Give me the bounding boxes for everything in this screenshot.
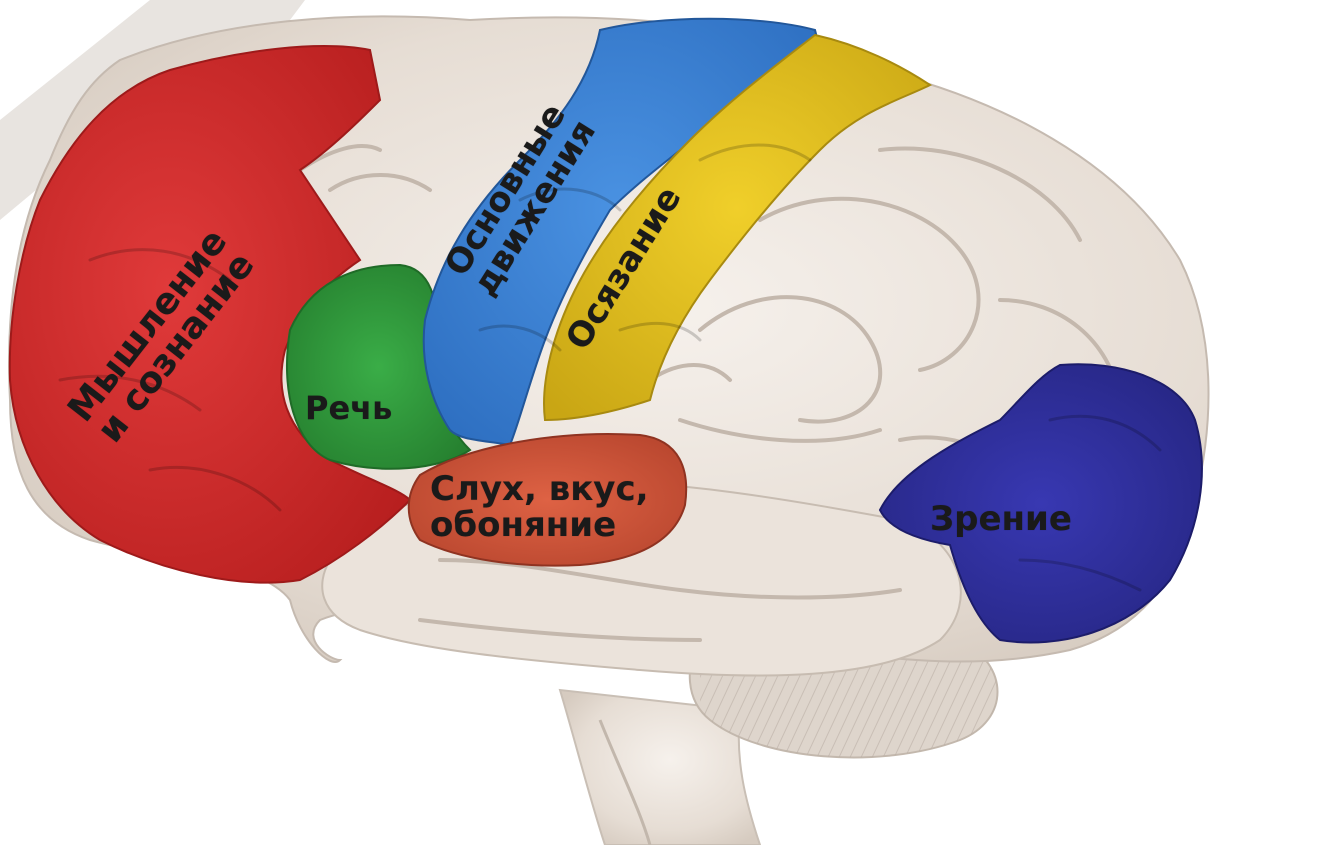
label-speech-line1: Речь (305, 392, 392, 424)
label-hearing-line2: обоняние (430, 508, 649, 542)
label-speech: Речь (305, 392, 392, 424)
label-hearing-line1: Слух, вкус, (430, 472, 649, 506)
label-vision-line1: Зрение (930, 502, 1072, 536)
label-vision: Зрение (930, 502, 1072, 536)
label-hearing: Слух, вкус, обоняние (430, 472, 649, 542)
